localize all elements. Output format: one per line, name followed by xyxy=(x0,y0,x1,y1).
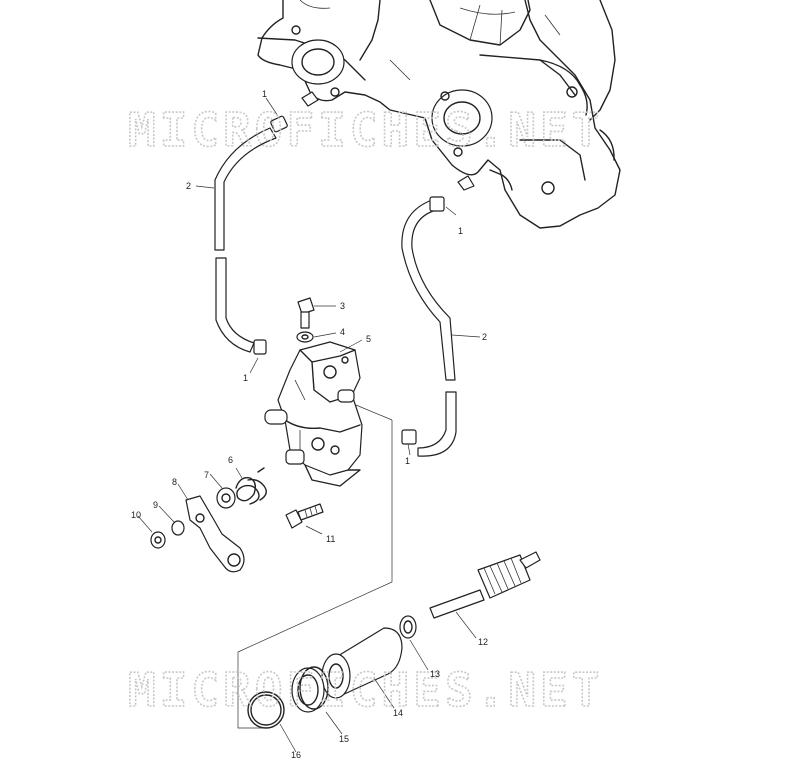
callout-16: 16 xyxy=(291,750,301,760)
control-lever xyxy=(150,495,245,573)
leader-lines xyxy=(137,97,481,753)
callout-1-lower-left: 1 xyxy=(243,373,248,383)
callout-7: 7 xyxy=(204,470,209,480)
oil-hose-right xyxy=(401,196,457,457)
callout-6: 6 xyxy=(228,455,233,465)
callout-2-right: 2 xyxy=(482,332,487,342)
watermark-top: MICROFICHES.NET xyxy=(128,103,603,157)
callout-11: 11 xyxy=(326,534,335,544)
callout-12: 12 xyxy=(478,637,488,647)
drive-gear-shaft xyxy=(429,551,541,619)
oil-pump xyxy=(264,297,363,487)
callout-14: 14 xyxy=(393,708,403,718)
callout-1-lower-right: 1 xyxy=(405,456,410,466)
nipple-fittings xyxy=(301,91,475,191)
callout-1-upper-right: 1 xyxy=(458,226,463,236)
shaft-seal-parts xyxy=(247,615,417,729)
callout-8: 8 xyxy=(172,477,177,487)
callout-10: 10 xyxy=(131,510,141,520)
callout-5: 5 xyxy=(366,334,371,344)
callout-1-upper-left: 1 xyxy=(262,89,267,99)
assembly-bracket-lines xyxy=(237,404,393,729)
callout-9: 9 xyxy=(153,500,158,510)
callout-3: 3 xyxy=(340,301,345,311)
engine-block xyxy=(257,0,621,229)
watermark-bottom: MICROFICHES.NET xyxy=(128,663,603,717)
spring-and-washer xyxy=(216,467,267,509)
callout-4: 4 xyxy=(340,327,345,337)
oil-hose-left xyxy=(214,115,288,355)
callout-13: 13 xyxy=(430,669,440,679)
callout-2-left: 2 xyxy=(186,181,191,191)
pump-bolt xyxy=(285,503,324,529)
callout-15: 15 xyxy=(339,734,349,744)
